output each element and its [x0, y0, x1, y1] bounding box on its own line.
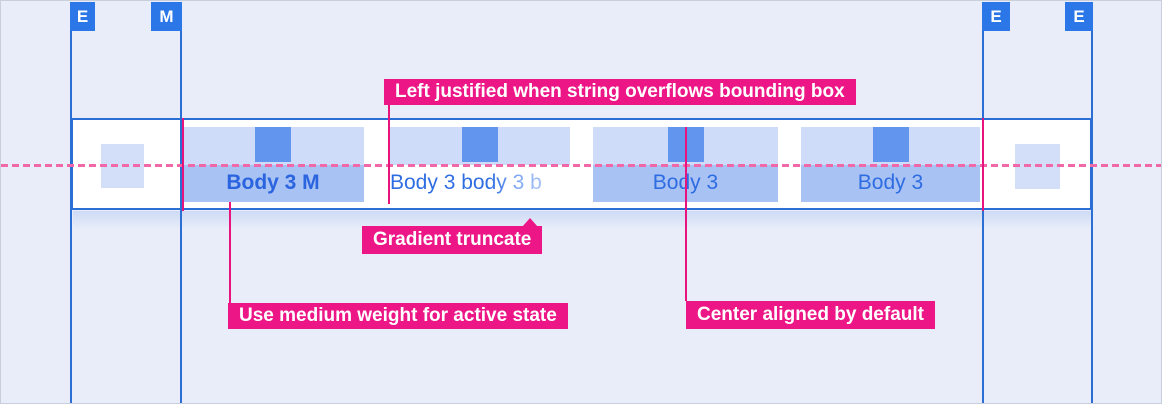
- annotation-gradient-truncate: Gradient truncate: [362, 218, 543, 254]
- tab-active[interactable]: Body 3 M: [182, 127, 364, 202]
- margin-marker-e-right-outer: E: [1065, 2, 1093, 31]
- margin-marker-e-right-inner: E: [982, 2, 1010, 31]
- guide-line-right-edge: [1091, 30, 1093, 403]
- connector-center-aligned: [685, 127, 687, 301]
- square-icon: [462, 127, 498, 162]
- tab-bar-shadow: [73, 211, 1091, 229]
- square-icon: [255, 127, 291, 162]
- tab-icon-area: [390, 127, 570, 165]
- tab-label-truncated: Body 3 body 3 b: [390, 165, 570, 202]
- caret-up-icon: [522, 218, 539, 227]
- guide-line-right-gutter: [982, 30, 984, 403]
- tab-overflow[interactable]: Body 3 body 3 b: [390, 127, 570, 202]
- baseline-dashed-line: [1, 164, 1161, 167]
- annotation-center-aligned: Center aligned by default: [686, 301, 935, 329]
- margin-marker-m: M: [151, 2, 182, 31]
- tab-icon-area: [182, 127, 364, 165]
- margin-marker-e-left: E: [70, 2, 95, 31]
- guide-line-left-edge: [70, 30, 72, 403]
- connector-left-justified: [388, 104, 390, 204]
- connector-active-state: [229, 202, 231, 303]
- measure-line-tab-start: [182, 118, 184, 211]
- tab-label: Body 3: [801, 165, 980, 202]
- tab-icon-area: [801, 127, 980, 165]
- annotation-text: Gradient truncate: [373, 229, 532, 250]
- annotation-medium-weight: Use medium weight for active state: [228, 303, 568, 329]
- tab-label: Body 3 M: [182, 165, 364, 202]
- tab-default-2[interactable]: Body 3: [801, 127, 980, 202]
- measure-line-right-gutter: [982, 118, 984, 211]
- guide-line-left-gutter: [180, 30, 182, 403]
- square-icon: [872, 127, 909, 162]
- annotation-left-justified: Left justified when string overflows bou…: [384, 79, 856, 105]
